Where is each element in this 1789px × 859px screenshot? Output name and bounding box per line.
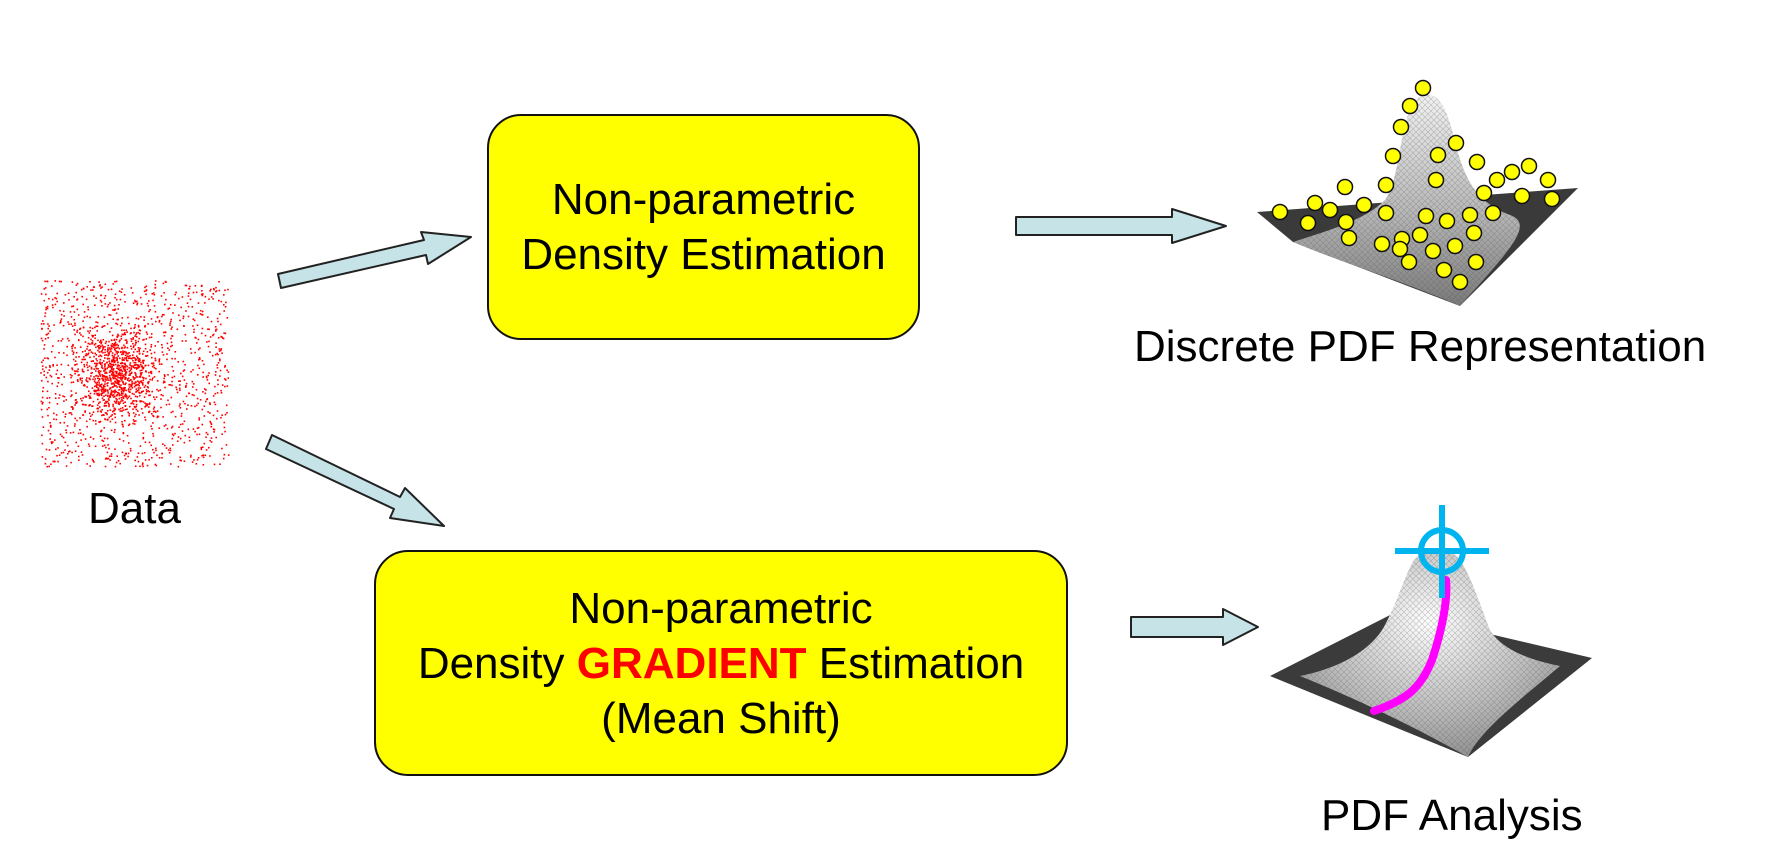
gradient-line-prefix: Density [417,638,577,688]
gradient-emphasis: GRADIENT [576,638,807,688]
mean-shift-path [1370,576,1451,715]
discrete-pdf-label: Discrete PDF Representation [1134,322,1707,371]
gradient-estimation-line-1: Non-parametric [569,583,873,633]
arrow-gradient-to-analysis [1130,608,1259,646]
sample-dots [1271,79,1561,291]
data-label: Data [88,484,181,533]
gradient-line-suffix: Estimation [806,638,1025,688]
gradient-estimation-line-2: Density GRADIENT Estimation [418,636,1024,691]
arrow-density-to-discrete [1015,208,1227,244]
arrow-data-to-gradient [265,434,445,527]
density-estimation-line-1: Non-parametric [551,175,856,224]
arrow-data-to-density [277,231,472,289]
gaussian-surface-with-sample-dots [1257,79,1578,306]
crosshair-target-icon [1395,505,1489,598]
pdf-analysis-label: PDF Analysis [1321,791,1583,840]
data-scatter-plot [40,280,230,468]
density-estimation-box: Non-parametric Density Estimation [487,114,920,340]
gaussian-surface-with-mode-target [1270,505,1592,757]
density-estimation-line-2: Density Estimation [521,230,886,279]
gradient-estimation-box: Non-parametric Density GRADIENT Estimati… [374,550,1068,776]
gradient-estimation-line-3: (Mean Shift) [601,693,841,743]
